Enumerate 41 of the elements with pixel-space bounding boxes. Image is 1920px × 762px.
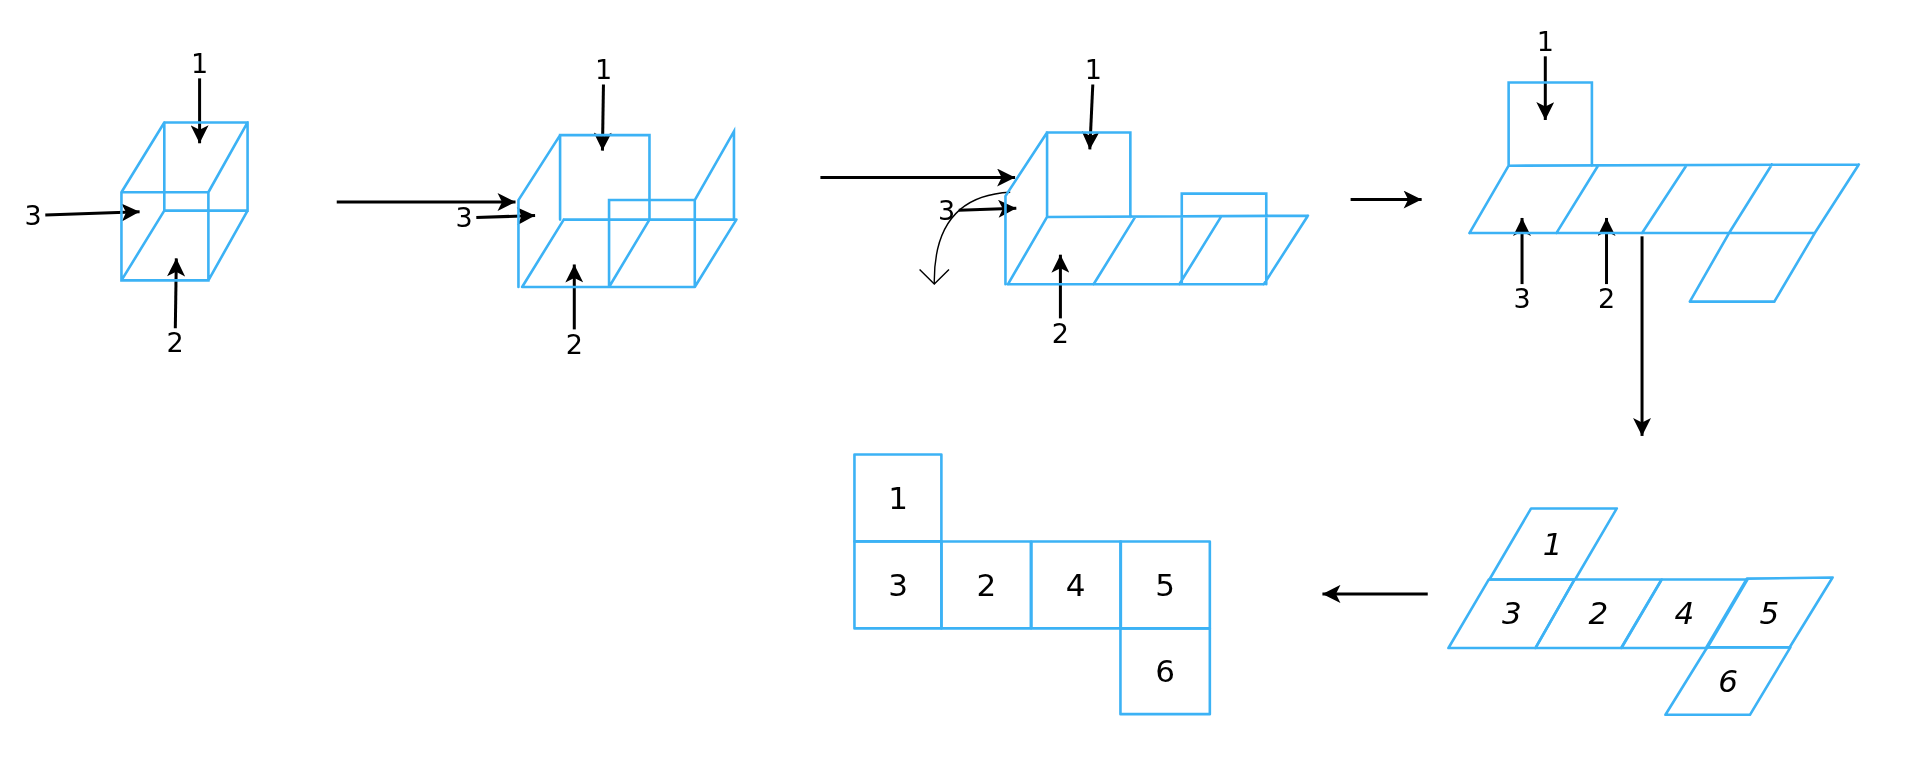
arrow bbox=[1597, 217, 1616, 285]
arrow bbox=[565, 264, 584, 330]
number-label: 1 bbox=[1081, 55, 1106, 85]
face-number: 1 bbox=[888, 482, 908, 514]
number-label: 2 bbox=[1048, 318, 1073, 348]
arrow bbox=[1633, 236, 1652, 436]
face-number: 2 bbox=[976, 569, 997, 601]
face-number: 6 bbox=[1155, 655, 1175, 687]
face-number: 4 bbox=[1065, 569, 1086, 601]
number-label: 3 bbox=[1509, 284, 1535, 314]
face-number: 4 bbox=[1674, 597, 1695, 629]
arrow bbox=[1322, 584, 1428, 603]
arrow bbox=[167, 258, 186, 329]
number-label: 2 bbox=[162, 328, 188, 358]
number-label: 3 bbox=[934, 195, 959, 226]
number-label: 1 bbox=[1533, 26, 1558, 57]
number-label: 1 bbox=[187, 48, 212, 79]
face-number: 6 bbox=[1718, 665, 1738, 697]
arrow bbox=[1536, 56, 1555, 120]
arrow bbox=[45, 203, 140, 222]
arrow bbox=[1350, 190, 1422, 209]
number-label: 2 bbox=[1594, 284, 1619, 314]
arrow bbox=[1513, 217, 1532, 285]
arrow bbox=[336, 193, 516, 212]
arrow bbox=[190, 78, 209, 144]
arrow bbox=[1081, 84, 1100, 150]
face-number: 5 bbox=[1155, 569, 1175, 601]
arrow bbox=[958, 199, 1017, 218]
face-number: 5 bbox=[1759, 597, 1780, 629]
number-label: 3 bbox=[451, 203, 477, 233]
number-label: 1 bbox=[591, 55, 616, 85]
number-label: 2 bbox=[562, 329, 587, 359]
arrow bbox=[820, 168, 1016, 187]
arrow bbox=[593, 84, 612, 151]
face-number: 3 bbox=[1502, 597, 1522, 629]
arrow bbox=[1051, 254, 1070, 319]
face-number: 1 bbox=[1542, 528, 1563, 560]
face-number: 2 bbox=[1588, 597, 1609, 629]
arrow bbox=[476, 207, 536, 226]
number-label: 3 bbox=[20, 200, 46, 231]
face-number: 3 bbox=[888, 569, 908, 601]
